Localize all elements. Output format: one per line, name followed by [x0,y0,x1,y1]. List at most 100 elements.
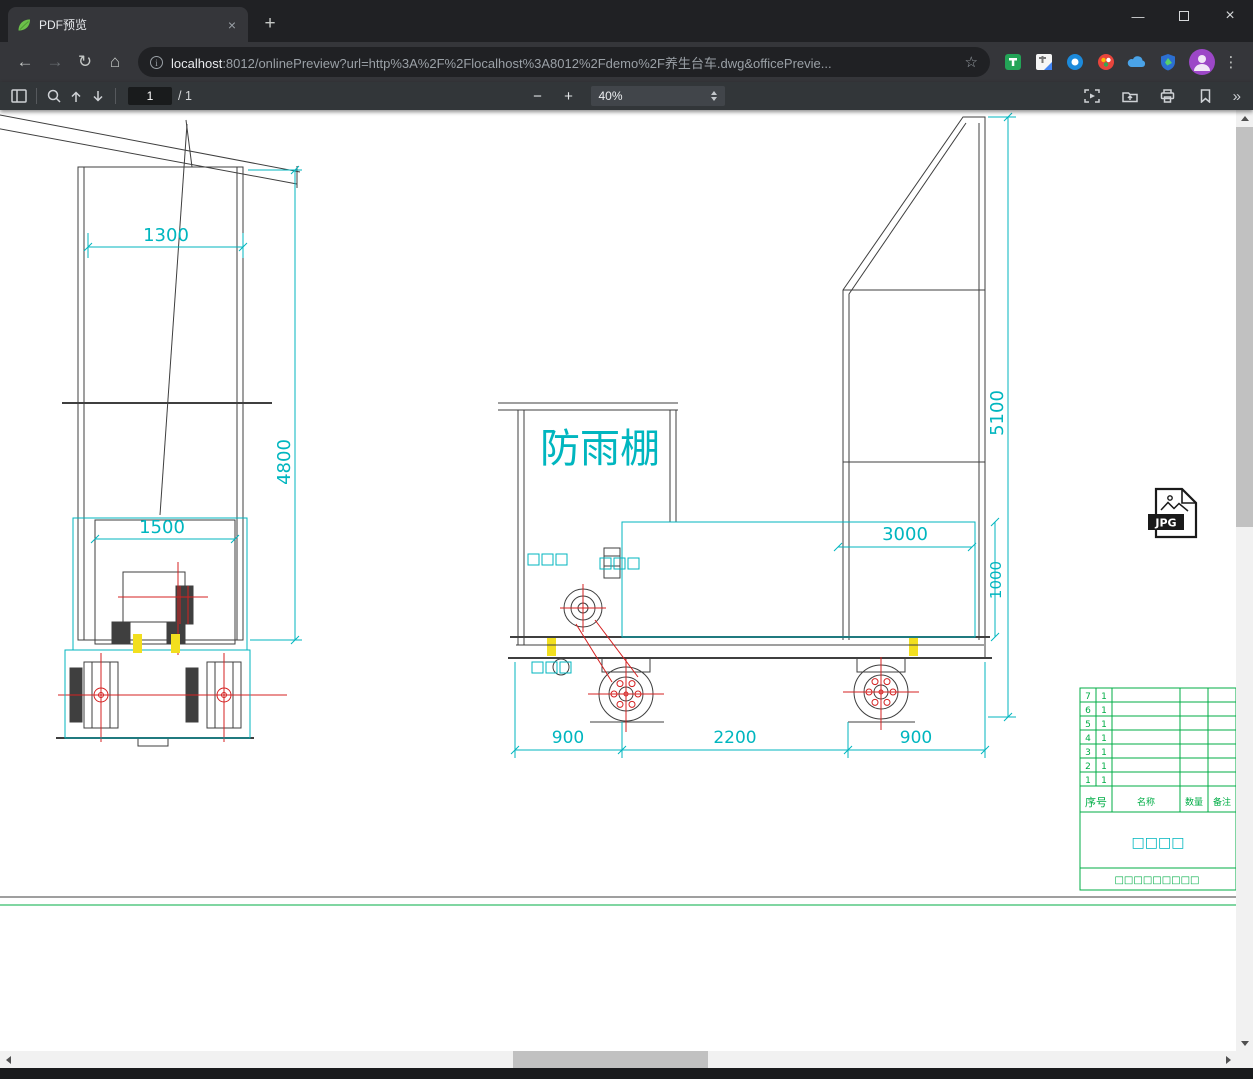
dimension-label: 1500 [139,517,185,538]
pdf-page-canvas: 1300 4800 1500 [0,110,1236,1051]
shelter-label: 防雨棚 [540,426,660,472]
dimension-label: 5100 [987,390,1008,436]
table-cell: 1 [1101,734,1107,744]
reload-button[interactable]: ↻ [77,52,93,71]
table-cell: 1 [1101,748,1107,758]
browser-navbar: ← → ↻ ⌂ i localhost:8012/onlinePreview?u… [0,42,1253,82]
horizontal-scrollbar-thumb[interactable] [513,1051,708,1068]
address-bar[interactable]: i localhost:8012/onlinePreview?url=http%… [138,47,990,77]
dimension-label: 900 [552,728,584,748]
front-view-dim-labels: 1300 4800 1500 [139,225,295,538]
content-area: 1300 4800 1500 [0,110,1253,1051]
title-block [1079,687,1236,891]
horizontal-scrollbar[interactable] [0,1051,1253,1068]
url-text[interactable]: localhost:8012/onlinePreview?url=http%3A… [171,53,957,72]
page-border-lines [0,896,1236,906]
scroll-down-icon[interactable] [1236,1035,1253,1051]
open-file-icon[interactable] [1119,84,1141,108]
table-cell: 5 [1085,720,1091,730]
window-controls: — × [1115,0,1253,32]
table-cell: 1 [1101,720,1107,730]
side-view-geometry [498,116,992,723]
table-cell: 4 [1085,734,1091,744]
sidebar-toggle-icon[interactable] [8,84,30,108]
scroll-left-icon[interactable] [0,1051,16,1068]
side-view-dim-labels: 防雨棚 5100 3000 1000 900 2200 900 [540,390,1008,748]
presentation-mode-icon[interactable] [1081,84,1103,108]
previous-page-icon[interactable] [65,84,87,108]
zoom-level-select[interactable]: 40% [590,86,725,106]
browser-tab[interactable]: PDF预览 × [8,7,248,42]
page-number-input[interactable] [128,87,172,105]
more-tools-icon[interactable]: » [1232,87,1241,105]
extension-icon-blue-circle[interactable] [1064,51,1086,73]
profile-avatar[interactable] [1189,49,1215,75]
front-view-geometry [0,114,301,747]
toolbar-divider [115,88,116,104]
extension-icon-cloud[interactable] [1126,51,1148,73]
dimension-label: 3000 [882,524,928,545]
pdf-toolbar-right: » [1081,84,1245,108]
dimension-label: 1300 [143,225,189,246]
table-cell: 2 [1085,762,1091,772]
table-cell: 1 [1085,776,1091,786]
close-window-button[interactable]: × [1225,7,1235,24]
back-button[interactable]: ← [16,52,34,71]
forward-button[interactable]: → [46,52,64,71]
table-cell: 1 [1101,762,1107,772]
scroll-right-icon[interactable] [1220,1051,1236,1068]
vertical-scrollbar-thumb[interactable] [1236,127,1253,527]
extension-icon-orange[interactable] [1095,51,1117,73]
side-view-centerlines [560,584,919,732]
vertical-scrollbar[interactable] [1236,110,1253,1051]
print-icon[interactable] [1157,84,1179,108]
maximize-icon [1179,11,1189,21]
bookmark-icon[interactable] [1195,84,1217,108]
table-header-note: 备注 [1213,796,1231,808]
table-cell: 6 [1085,706,1091,716]
zoom-in-button[interactable]: + [564,87,573,105]
tab-close-icon[interactable]: × [227,16,237,33]
extension-icon-green[interactable] [1002,51,1024,73]
site-info-icon[interactable]: i [150,55,163,69]
zoom-out-button[interactable]: − [533,87,542,105]
maximize-button[interactable] [1161,0,1207,32]
dimension-label: 1000 [987,561,1005,599]
url-host: localhost [171,55,223,71]
page-total-label: / 1 [178,89,192,103]
side-view-dimensions [510,112,1016,758]
extensions-row [998,51,1183,73]
next-page-icon[interactable] [87,84,109,108]
front-view-dimensions [64,165,302,739]
table-cell: 1 [1101,706,1107,716]
dimension-label: 4800 [274,439,295,485]
tab-title: PDF预览 [39,18,88,32]
pdf-toolbar: / 1 − + 40% » [0,82,1253,110]
bookmark-star-icon[interactable]: ☆ [964,54,978,71]
dimension-label: 2200 [713,728,756,748]
yellow-markers [133,634,918,656]
table-cell: 1 [1101,776,1107,786]
zoom-controls: − + 40% [529,86,725,106]
browser-menu-icon[interactable]: ⋮ [1223,54,1239,71]
jpg-file-icon: JPG [1148,487,1198,539]
extension-icon-translate[interactable] [1033,51,1055,73]
table-cell: 7 [1085,692,1091,702]
scroll-up-icon[interactable] [1236,110,1253,126]
extension-icon-shield[interactable] [1157,51,1179,73]
dimension-label: 900 [900,728,932,748]
cad-drawing: 1300 4800 1500 [0,112,1236,906]
table-header-qty: 数量 [1185,796,1203,808]
person-icon [1194,55,1210,71]
new-tab-button[interactable]: + [264,13,276,34]
url-path: :8012/onlinePreview?url=http%3A%2F%2Floc… [222,55,832,71]
minimize-button[interactable]: — [1131,8,1145,24]
title-block-bottom-text: □□□□□□□□□ [1114,875,1199,886]
drawing-name-text: □□□□ [1132,835,1185,851]
window-bottom-edge [0,1068,1253,1079]
zoom-level-value: 40% [598,89,623,103]
search-icon[interactable] [43,84,65,108]
home-button[interactable]: ⌂ [109,52,121,71]
